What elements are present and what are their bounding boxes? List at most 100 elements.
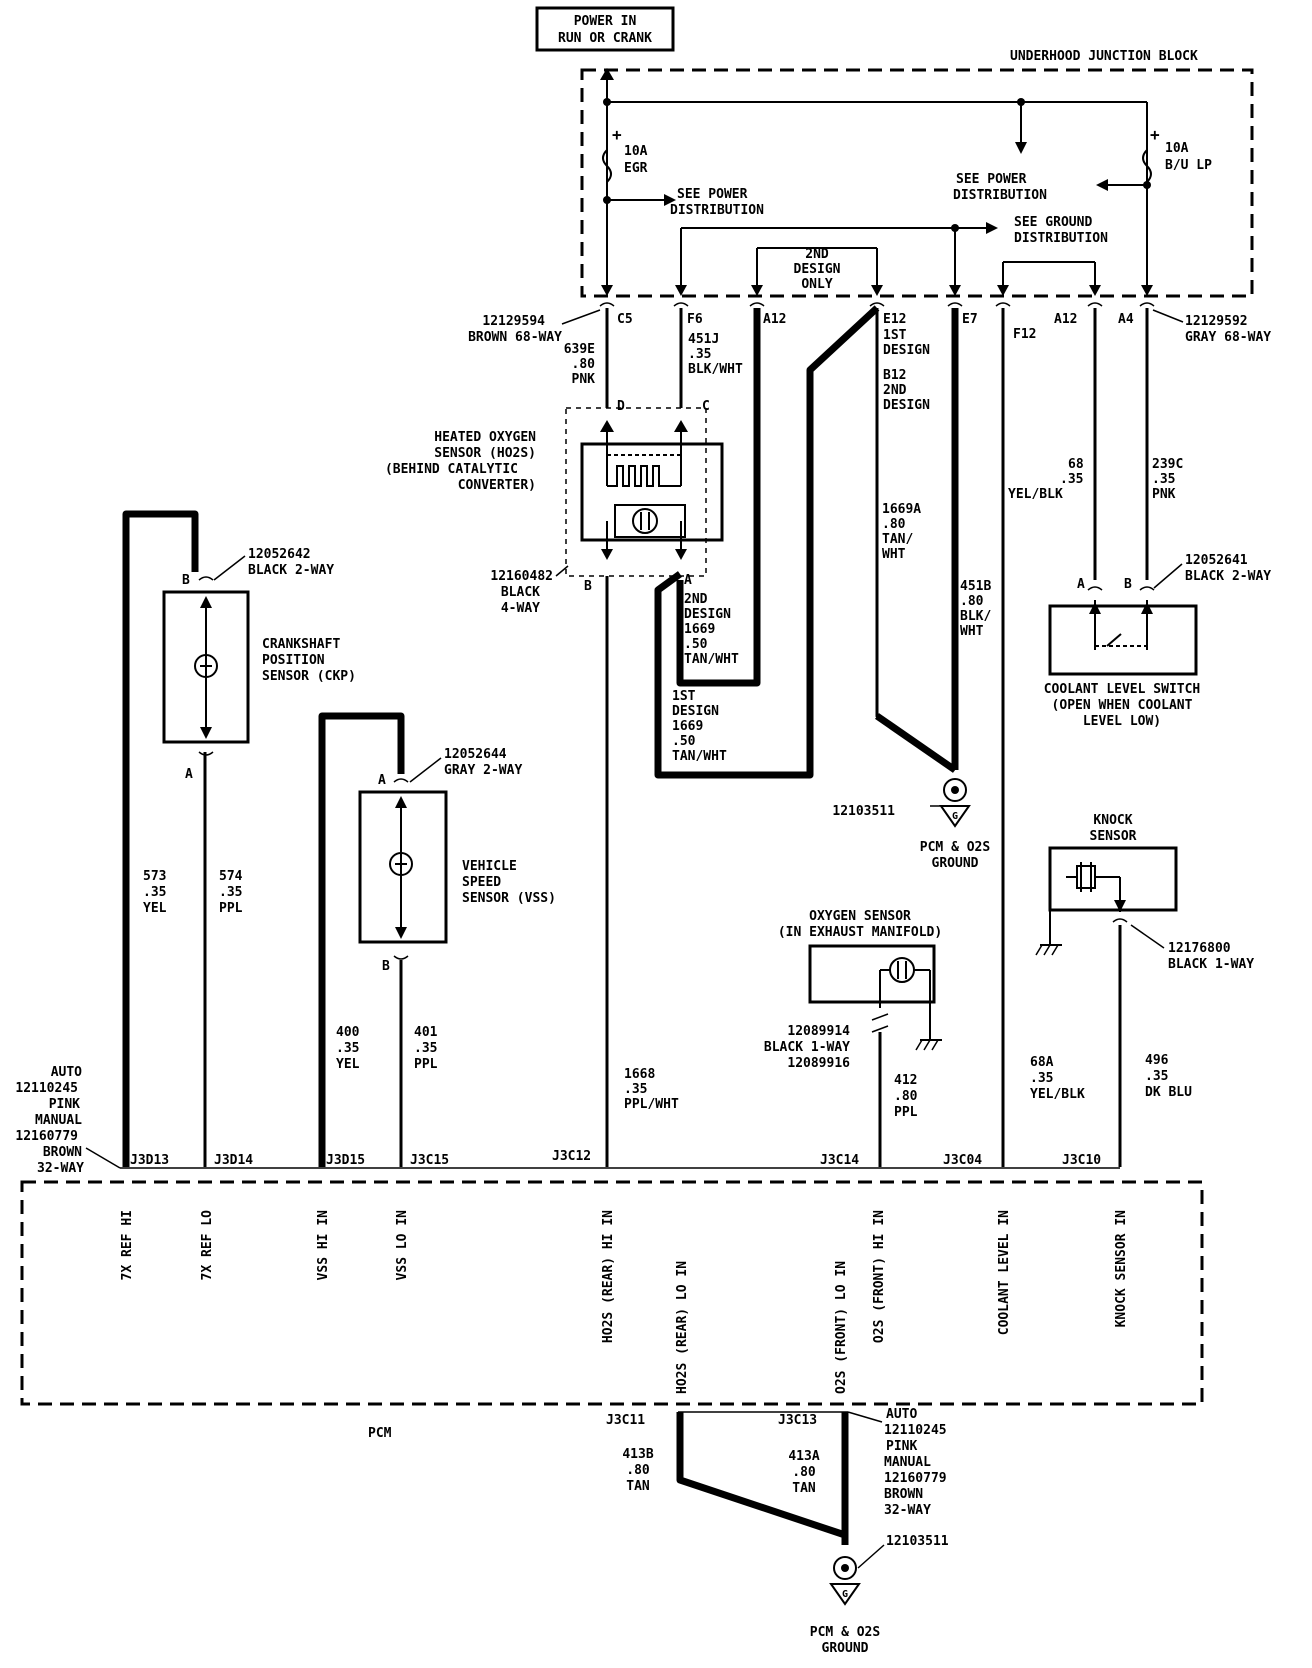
coolant-switch-icon: [1089, 600, 1153, 650]
svg-text:.35: .35: [624, 1082, 647, 1097]
vss-connector-id: 12052644: [444, 747, 507, 762]
design2-only-l3: ONLY: [801, 277, 832, 292]
svg-text:1669: 1669: [672, 719, 703, 734]
svg-text:YEL/BLK: YEL/BLK: [1008, 487, 1063, 502]
pin-f6: F6: [687, 312, 703, 327]
svg-text:AUTO: AUTO: [886, 1407, 917, 1422]
svg-text:12160779: 12160779: [15, 1129, 78, 1144]
o2s-connector-type: BLACK 1-WAY: [764, 1040, 850, 1055]
ho2s-pin-c: C: [702, 399, 710, 414]
ho2s-connector-outline: [565, 407, 707, 577]
ckp-pin-a: A: [185, 767, 193, 782]
svg-text:7X REF LO: 7X REF LO: [200, 1210, 215, 1281]
svg-text:1ST: 1ST: [672, 689, 696, 704]
top-connector-marks: [599, 302, 1155, 307]
fuse-egr: +: [602, 125, 622, 183]
ground-bottom-id: 12103511: [886, 1534, 949, 1549]
svg-text:PPL: PPL: [219, 901, 243, 916]
wire-573-label: 573 .35 YEL: [143, 869, 167, 916]
svg-text:12160482: 12160482: [490, 569, 553, 584]
svg-text:1669A: 1669A: [882, 502, 921, 517]
svg-text:YEL/BLK: YEL/BLK: [1030, 1087, 1085, 1102]
svg-text:B12: B12: [883, 368, 906, 383]
ckp-pin-b: B: [182, 573, 190, 588]
fuse-bu-lp-name: B/U LP: [1165, 158, 1212, 173]
vss-pin-b: B: [382, 959, 390, 974]
see-power-1-l1: SEE POWER: [677, 187, 748, 202]
svg-text:1669: 1669: [684, 622, 715, 637]
pcm-signal-o2s-lo: O2S (FRONT) LO IN: [834, 1261, 849, 1394]
svg-text:J3C10: J3C10: [1062, 1153, 1101, 1168]
svg-text:WHT: WHT: [882, 547, 906, 562]
o2s-body: [808, 944, 936, 1004]
knock-connector-id: 12176800: [1168, 941, 1231, 956]
wire-401-label: 401 .35 PPL: [414, 1025, 438, 1072]
svg-text:J3D13: J3D13: [130, 1153, 169, 1168]
svg-text:.50: .50: [672, 734, 696, 749]
power-in-box: [535, 6, 675, 52]
ho2s-sensor-icon: [601, 504, 687, 560]
coolant-switch-body: [1048, 604, 1198, 676]
ho2s-body: [580, 442, 724, 542]
svg-text:239C: 239C: [1152, 457, 1183, 472]
svg-text:451J: 451J: [688, 332, 719, 347]
svg-text:68: 68: [1068, 457, 1084, 472]
svg-text:HEATED OXYGEN: HEATED OXYGEN: [434, 430, 536, 445]
o2s-name-1: OXYGEN SENSOR: [809, 909, 911, 924]
svg-text:J3D14: J3D14: [214, 1153, 253, 1168]
svg-text:DESIGN: DESIGN: [883, 398, 930, 413]
svg-text:SENSOR (HO2S): SENSOR (HO2S): [434, 446, 536, 461]
svg-text:4-WAY: 4-WAY: [501, 601, 540, 616]
o2s-connector-id1: 12089914: [787, 1024, 850, 1039]
svg-text:WHT: WHT: [960, 624, 984, 639]
svg-text:400: 400: [336, 1025, 360, 1040]
coolant-name: COOLANT LEVEL SWITCH (OPEN WHEN COOLANT …: [1044, 682, 1201, 729]
svg-text:68A: 68A: [1030, 1055, 1054, 1070]
svg-text:.50: .50: [684, 637, 708, 652]
svg-text:TAN: TAN: [792, 1481, 816, 1496]
connector-right-type: GRAY 68-WAY: [1185, 330, 1271, 345]
pin-e12: E12: [883, 312, 906, 327]
connector-left-type: BROWN 68-WAY: [468, 330, 562, 345]
svg-text:12160779: 12160779: [884, 1471, 947, 1486]
coolant-connector-type: BLACK 2-WAY: [1185, 569, 1271, 584]
wire-574-label: 574 .35 PPL: [219, 869, 243, 916]
svg-text:SENSOR (VSS): SENSOR (VSS): [462, 891, 556, 906]
vss-sensor-icon: [389, 796, 413, 939]
pcm-signal-vss-lo: VSS LO IN: [395, 1210, 410, 1281]
svg-text:.35: .35: [688, 347, 711, 362]
svg-text:PNK: PNK: [1152, 487, 1176, 502]
svg-text:VSS HI IN: VSS HI IN: [316, 1210, 331, 1281]
pin-e7: E7: [962, 312, 978, 327]
svg-text:12110245: 12110245: [15, 1081, 78, 1096]
svg-text:.35: .35: [336, 1041, 359, 1056]
pin-a12-right: A12: [1054, 312, 1077, 327]
svg-text:BROWN: BROWN: [43, 1145, 82, 1160]
fuse-bu-lp: +: [1142, 125, 1160, 183]
wire-68-label: 68 .35 YEL/BLK: [1008, 457, 1084, 502]
pcm-signal-ho2s-hi: HO2S (REAR) HI IN: [601, 1210, 616, 1343]
wire-1669a-label: 1669A .80 TAN/ WHT: [882, 502, 921, 562]
pcm-signal-vss-hi: VSS HI IN: [316, 1210, 331, 1281]
ground-top-g: G: [952, 811, 958, 822]
design2-only-l2: DESIGN: [794, 262, 841, 277]
junction-internal-wiring: [600, 68, 1153, 296]
wire-400-label: 400 .35 YEL: [336, 1025, 360, 1072]
wire-413b: [676, 1412, 847, 1539]
svg-text:32-WAY: 32-WAY: [37, 1161, 84, 1176]
fuse-egr-name: EGR: [624, 161, 648, 176]
pin-a4: A4: [1118, 312, 1134, 327]
ground-bottom-label-2: GROUND: [822, 1641, 869, 1656]
svg-text:451B: 451B: [960, 579, 991, 594]
svg-text:COOLANT LEVEL IN: COOLANT LEVEL IN: [997, 1210, 1012, 1335]
svg-text:413B: 413B: [622, 1447, 653, 1462]
svg-text:401: 401: [414, 1025, 438, 1040]
wire-451j-label: 451J .35 BLK/WHT: [688, 332, 743, 377]
svg-text:496: 496: [1145, 1053, 1169, 1068]
svg-text:1668: 1668: [624, 1067, 655, 1082]
svg-text:BROWN: BROWN: [884, 1487, 923, 1502]
ground-bottom-icon: [829, 1556, 861, 1606]
power-in-line2: RUN OR CRANK: [558, 31, 652, 46]
pcm-signal-knock-sensor: KNOCK SENSOR IN: [1114, 1210, 1129, 1328]
svg-text:2ND: 2ND: [684, 592, 708, 607]
